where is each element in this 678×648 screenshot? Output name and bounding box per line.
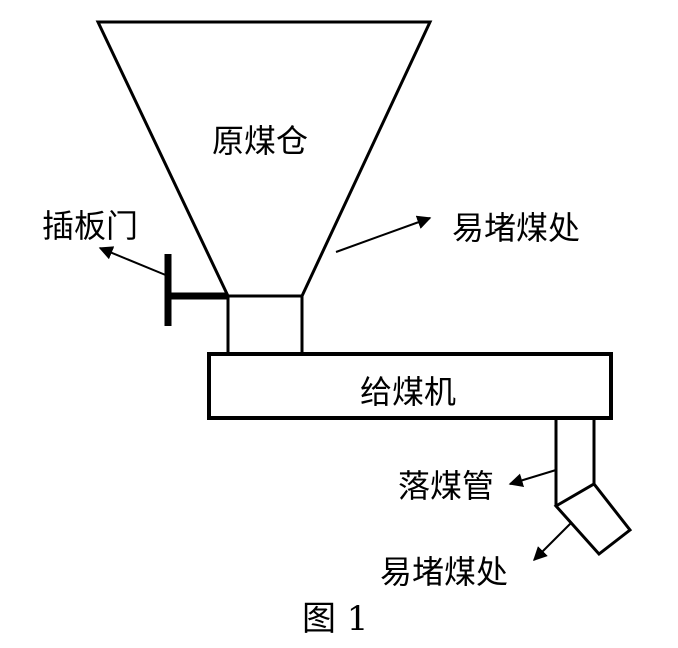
- hopper-neck: [226, 294, 304, 356]
- arrow-gate: [98, 246, 169, 277]
- feeder-label: 给煤机: [360, 373, 457, 411]
- arrow-chute: [508, 469, 557, 488]
- hopper-label: 原煤仓: [212, 122, 309, 160]
- blockage-lower-label: 易堵煤处: [380, 553, 509, 591]
- gate-label: 插板门: [42, 207, 139, 245]
- feeder-box: [207, 352, 613, 420]
- chute-label: 落煤管: [398, 467, 495, 505]
- blockage-upper-label: 易堵煤处: [452, 209, 581, 247]
- chute-angled-segment: [553, 482, 633, 557]
- arrow-blockage-upper: [335, 215, 432, 253]
- arrow-blockage-lower: [533, 521, 573, 561]
- figure-caption: 图 1: [302, 599, 369, 639]
